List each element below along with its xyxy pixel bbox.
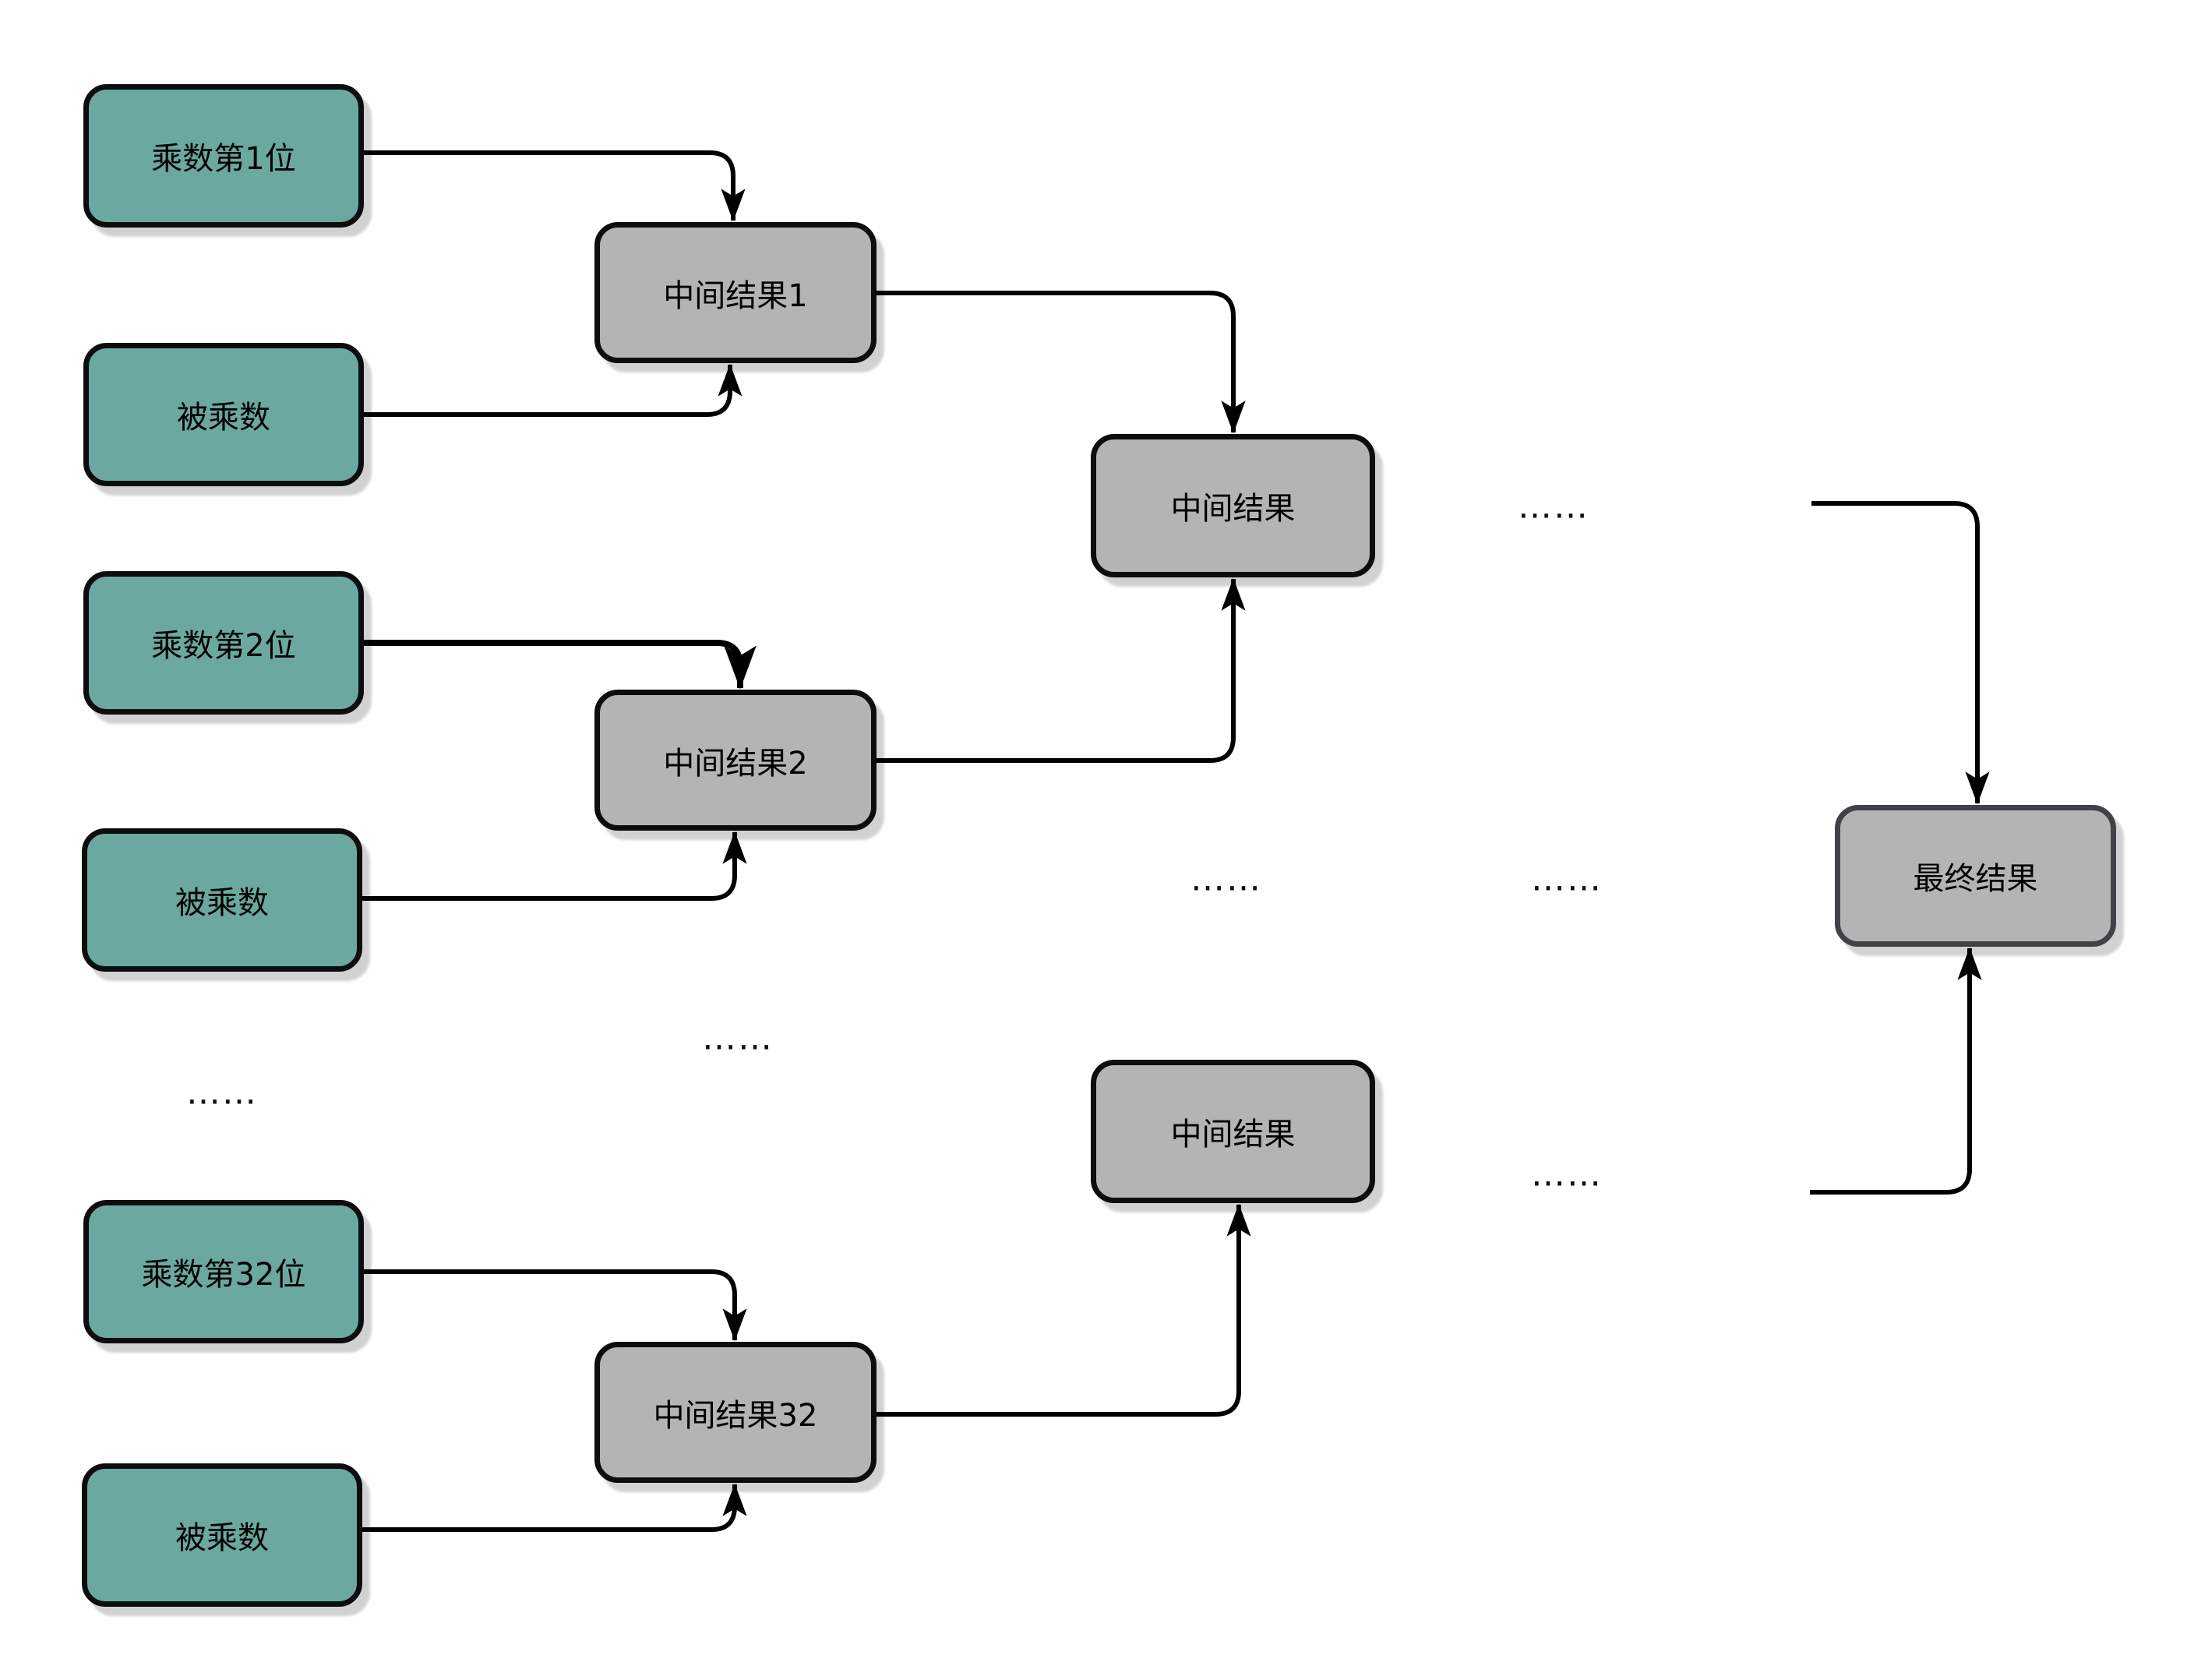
node-multiplier-bit-1-label: 乘数第1位 <box>151 141 296 177</box>
node-multiplier-bit-2: 乘数第2位 <box>83 571 364 715</box>
node-multiplicand-2: 被乘数 <box>82 828 362 972</box>
node-multiplicand-3: 被乘数 <box>82 1463 362 1607</box>
node-intermediate-result-top: 中间结果 <box>1091 434 1375 577</box>
connector-intermediate32-to-intermediate-bottom <box>877 1203 1251 1417</box>
ellipsis-after-intermediate-top: …… <box>1518 486 1589 527</box>
node-final-result: 最终结果 <box>1835 805 2116 947</box>
connector-to-final-bottom <box>1810 947 1982 1195</box>
ellipsis-middle-left: …… <box>1190 859 1262 899</box>
ellipsis-intermediate-column: …… <box>702 1018 774 1058</box>
node-multiplicand-1: 被乘数 <box>83 343 364 486</box>
connector-to-final-top <box>1811 501 1990 805</box>
ellipsis-input-column: …… <box>186 1072 258 1113</box>
node-multiplier-bit-32-label: 乘数第32位 <box>141 1257 306 1293</box>
ellipsis-middle-right: …… <box>1531 859 1603 899</box>
connector-multiplicand2-to-intermediate2 <box>362 831 747 901</box>
node-intermediate-result-2: 中间结果2 <box>594 690 877 831</box>
connector-multiplier1-to-intermediate1 <box>364 150 746 222</box>
node-intermediate-result-top-label: 中间结果 <box>1170 491 1296 527</box>
node-multiplicand-2-label: 被乘数 <box>175 885 269 921</box>
node-multiplicand-3-label: 被乘数 <box>175 1520 269 1556</box>
node-intermediate-result-32: 中间结果32 <box>594 1342 877 1483</box>
connector-intermediate2-to-intermediate-top <box>877 577 1246 763</box>
node-multiplier-bit-32: 乘数第32位 <box>83 1200 364 1343</box>
connector-multiplier2-to-intermediate2 <box>364 640 757 690</box>
node-intermediate-result-32-label: 中间结果32 <box>653 1397 818 1434</box>
node-intermediate-result-1-label: 中间结果1 <box>663 277 808 314</box>
ellipsis-before-final-bottom: …… <box>1531 1154 1603 1195</box>
connector-intermediate1-to-intermediate-top <box>877 291 1246 434</box>
node-intermediate-result-2-label: 中间结果2 <box>663 745 808 782</box>
node-intermediate-result-1: 中间结果1 <box>594 222 877 363</box>
node-multiplier-bit-1: 乘数第1位 <box>83 84 364 228</box>
node-multiplier-bit-2-label: 乘数第2位 <box>151 628 296 664</box>
connector-multiplicand3-to-intermediate32 <box>362 1483 747 1532</box>
connector-multiplicand1-to-intermediate1 <box>362 363 743 417</box>
node-multiplicand-1-label: 被乘数 <box>177 400 270 436</box>
node-final-result-label: 最终结果 <box>1913 861 2038 897</box>
node-intermediate-result-bottom-label: 中间结果 <box>1170 1117 1296 1152</box>
connector-multiplier32-to-intermediate32 <box>364 1269 747 1342</box>
node-intermediate-result-bottom: 中间结果 <box>1091 1060 1375 1203</box>
